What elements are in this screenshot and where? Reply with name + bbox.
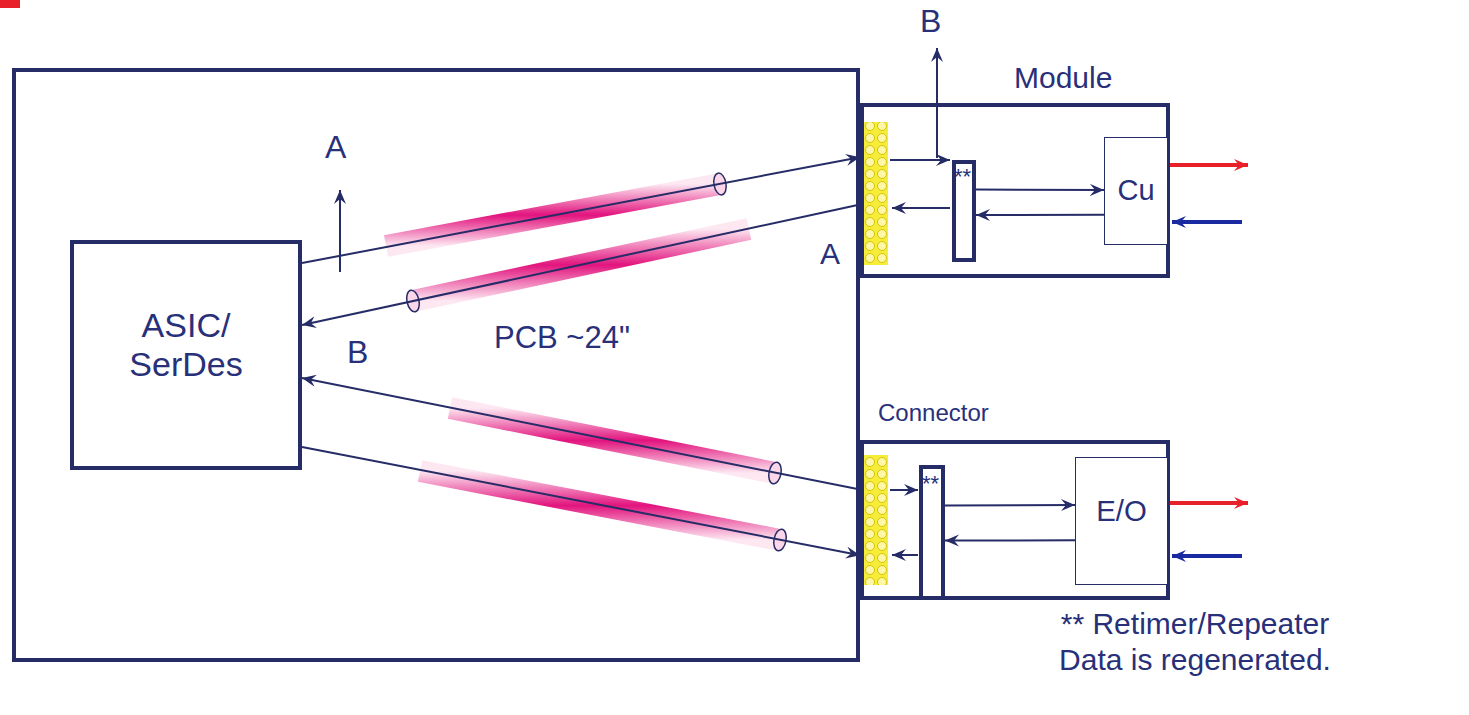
footnote: ** Retimer/Repeater Data is regenerated.: [1030, 606, 1360, 678]
retimer-box: **: [952, 160, 976, 262]
signal-line: [945, 504, 1075, 507]
signal-line: [945, 539, 1075, 541]
signal-line: [976, 214, 1104, 216]
section-marker: B: [920, 2, 941, 40]
signal-line: [302, 205, 860, 326]
pcb-trace-tube: [386, 172, 788, 552]
copper-port: Cu: [1104, 137, 1168, 245]
node-label: Cu: [1105, 174, 1167, 207]
node-label: Module: [1014, 61, 1112, 96]
connector-box: Connector**E/O: [860, 440, 1170, 600]
pcb-board: PCB ~24" ASIC/ SerDes: [12, 68, 860, 662]
node-label: **: [954, 164, 971, 189]
connector-pad: [862, 455, 888, 585]
module-box: Module**Cu: [860, 103, 1170, 278]
node-label: **: [922, 471, 939, 496]
node-label: PCB ~24": [494, 320, 630, 356]
retimer-box: **: [919, 465, 945, 600]
external-signal-arrow: [1168, 165, 1248, 556]
signal-line: [302, 157, 860, 263]
section-marker: B: [347, 333, 368, 371]
node-label: ASIC/ SerDes: [86, 306, 286, 384]
node-label: E/O: [1076, 494, 1167, 528]
optical-port: E/O: [1075, 457, 1168, 585]
section-marker: A: [820, 236, 840, 272]
signal-line: [302, 378, 860, 490]
section-marker: A: [325, 128, 346, 166]
connector-pad: [862, 122, 888, 265]
asic-box: ASIC/ SerDes: [70, 240, 302, 470]
corner-mark: [0, 0, 20, 8]
signal-line: [302, 447, 860, 555]
signal-line: [976, 189, 1104, 191]
node-label: Connector: [878, 399, 989, 427]
